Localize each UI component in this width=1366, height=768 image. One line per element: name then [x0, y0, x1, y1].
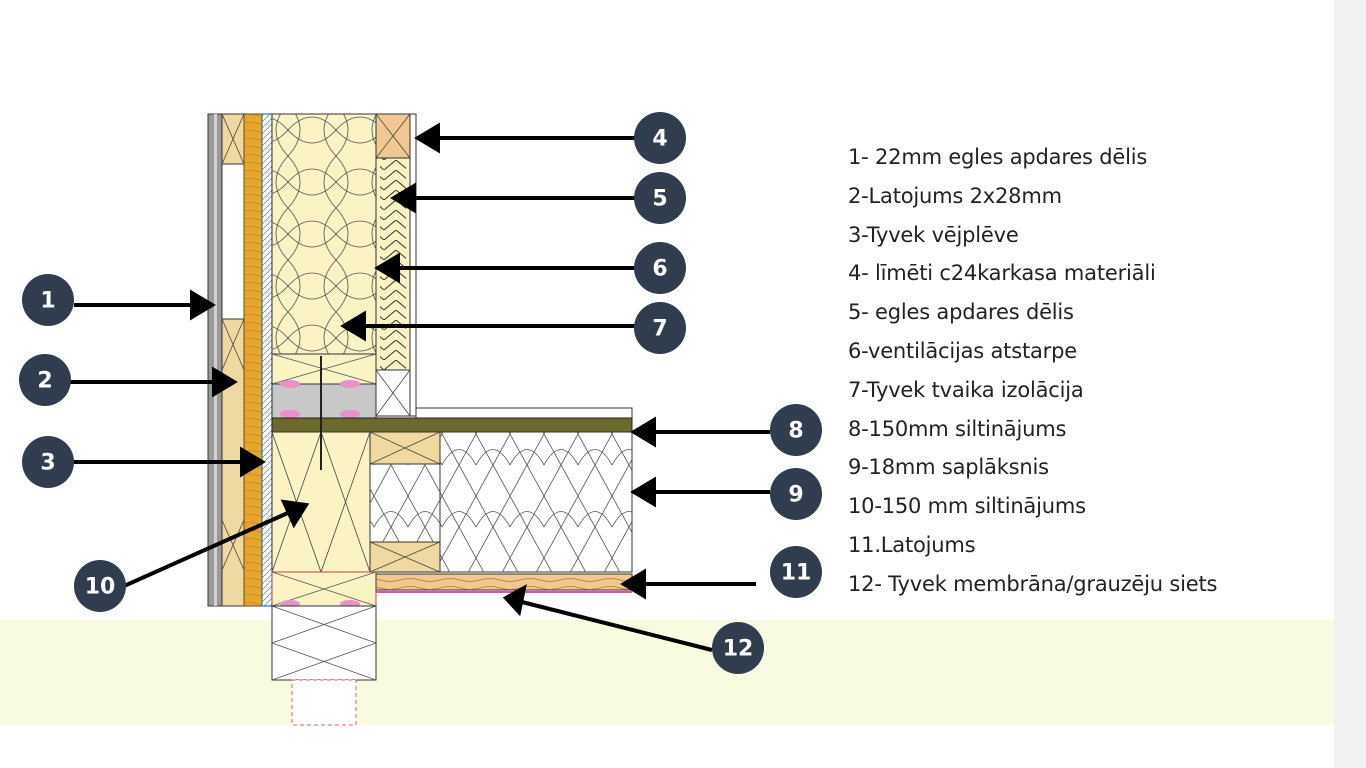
legend-item: 7-Tyvek tvaika izolācija — [848, 377, 1084, 402]
callout-badge: 8 — [770, 404, 822, 456]
callout-badge: 11 — [770, 546, 822, 598]
legend-item: 9-18mm saplāksnis — [848, 455, 1049, 480]
legend-item: 12- Tyvek membrāna/grauzēju siets — [848, 571, 1218, 596]
callout-badge: 3 — [22, 436, 74, 488]
legend-item: 1- 22mm egles apdares dēlis — [848, 145, 1148, 169]
callout-number: 11 — [781, 561, 812, 586]
callout-badge: 12 — [712, 622, 764, 674]
callout-badge: 4 — [634, 112, 686, 164]
legend-item: 8-150mm siltinājums — [848, 416, 1067, 441]
legend-item: 11.Latojums — [848, 532, 976, 557]
callout-badge: 6 — [634, 242, 686, 294]
callout-number: 12 — [723, 637, 754, 662]
legend-list: 1- 22mm egles apdares dēlis 2-Latojums 2x… — [848, 138, 1217, 604]
callout-badge: 5 — [634, 172, 686, 224]
legend-item: 3-Tyvek vējplēve — [848, 222, 1019, 247]
callout-number: 7 — [652, 317, 667, 342]
callout-number: 3 — [40, 451, 55, 476]
callout-number: 9 — [788, 483, 803, 508]
callout-number: 10 — [85, 575, 116, 600]
callout-number: 4 — [652, 127, 667, 152]
callout-number: 6 — [652, 257, 667, 282]
vapour-barrier — [409, 113, 417, 417]
tyvek-membrane — [261, 113, 273, 607]
legend-item: 6-ventilācijas atstarpe — [848, 338, 1077, 363]
callout-number: 1 — [40, 289, 55, 314]
callout-badge: 10 — [74, 560, 126, 612]
pointer-arrows — [70, 122, 770, 652]
right-edge-strip — [1334, 0, 1366, 768]
legend-item: 2-Latojums 2x28mm — [848, 183, 1062, 208]
callout-number: 8 — [788, 419, 803, 444]
callout-badge: 9 — [770, 468, 822, 520]
legend-item: 5- egles apdares dēlis — [848, 300, 1074, 325]
floor-plywood — [271, 417, 633, 433]
callout-badge: 2 — [19, 354, 71, 406]
callout-badge: 7 — [634, 302, 686, 354]
callout-badge: 1 — [22, 274, 74, 326]
legend-item: 4- līmēti c24karkasa materiāli — [848, 261, 1156, 286]
callout-number: 5 — [652, 187, 667, 212]
callout-number: 2 — [37, 369, 52, 394]
legend-item: 10-150 mm siltinājums — [848, 494, 1086, 519]
